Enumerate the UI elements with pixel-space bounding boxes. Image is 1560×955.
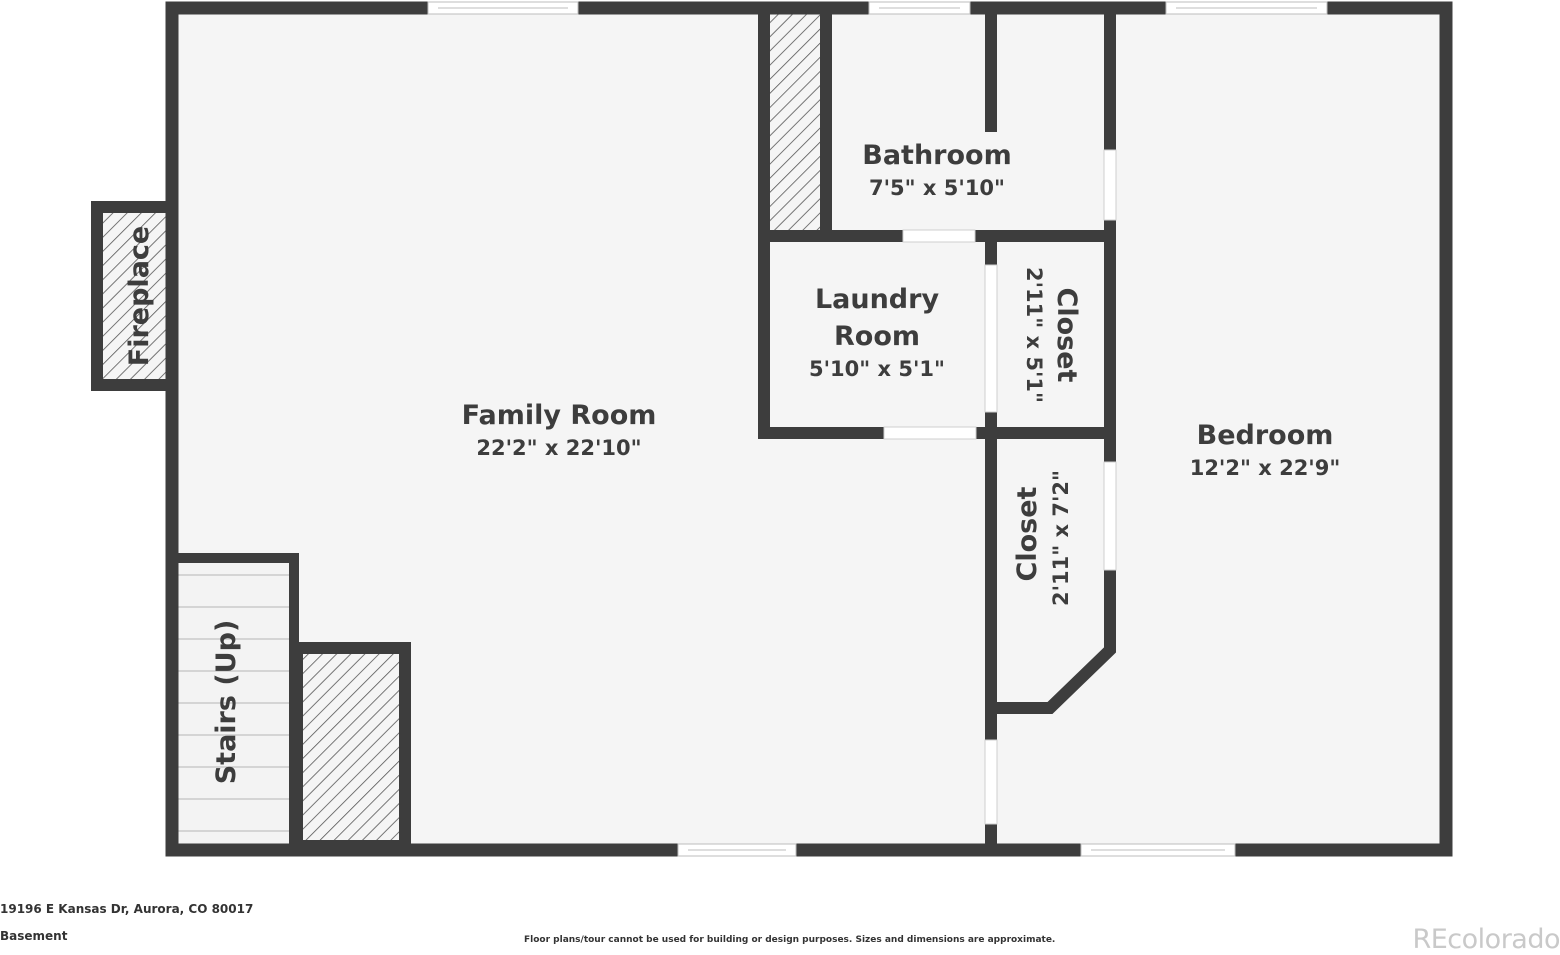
family-room: Family Room 22'2" x 22'10"	[462, 400, 657, 460]
interior-walls	[758, 2, 1116, 856]
fireplace-label: Fireplace	[124, 226, 155, 366]
closet-lower: Closet 2'11" x 7'2"	[1012, 470, 1073, 606]
bedroom: Bedroom 12'2" x 22'9"	[1190, 420, 1341, 480]
bedroom-dims: 12'2" x 22'9"	[1190, 456, 1341, 480]
property-address: 19196 E Kansas Dr, Aurora, CO 80017	[0, 902, 254, 916]
floor-plan: Fireplace Stairs (Up)	[91, 1, 1453, 857]
structural-column-upper	[758, 2, 832, 242]
family-room-dims: 22'2" x 22'10"	[476, 436, 641, 460]
closet-upper-name: Closet	[1051, 288, 1082, 383]
brand-watermark: REcolorado	[1412, 924, 1560, 955]
bathroom-dims: 7'5" x 5'10"	[869, 176, 1005, 200]
windows	[427, 1, 1328, 857]
disclaimer-text: Floor plans/tour cannot be used for buil…	[524, 935, 1056, 945]
laundry-room-dims: 5'10" x 5'1"	[809, 357, 945, 381]
fireplace: Fireplace	[91, 201, 178, 391]
closet-lower-dims: 2'11" x 7'2"	[1049, 470, 1073, 606]
floor-level: Basement	[0, 929, 68, 943]
exterior-walls	[165, 1, 1453, 857]
bedroom-name: Bedroom	[1197, 420, 1334, 451]
bathroom: Bathroom 7'5" x 5'10"	[862, 140, 1011, 200]
bathroom-name: Bathroom	[862, 140, 1011, 171]
laundry-room: Laundry Room 5'10" x 5'1"	[809, 284, 945, 381]
closet-lower-name: Closet	[1012, 486, 1043, 581]
laundry-room-name-line2: Room	[834, 321, 920, 352]
stairs-label: Stairs (Up)	[211, 620, 242, 785]
stairs: Stairs (Up)	[178, 553, 299, 846]
structural-column-lower	[291, 642, 411, 852]
closet-upper: Closet 2'11" x 5'1"	[1022, 267, 1082, 403]
closet-upper-dims: 2'11" x 5'1"	[1022, 267, 1046, 403]
door-openings	[883, 149, 1117, 825]
family-room-name: Family Room	[462, 400, 657, 431]
laundry-room-name-line1: Laundry	[815, 284, 940, 315]
